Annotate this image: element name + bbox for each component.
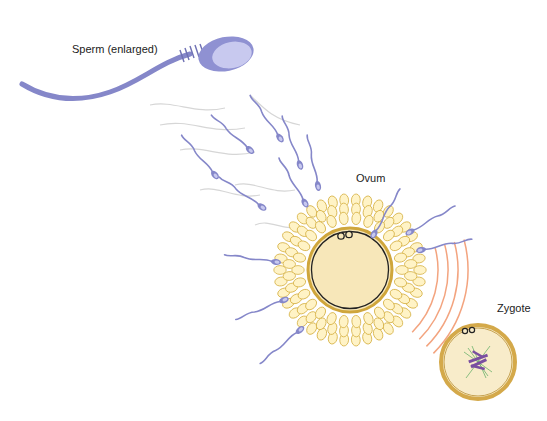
part-label: Ovum	[356, 172, 385, 185]
enlarged-sperm	[22, 32, 257, 99]
motion-lines	[150, 95, 300, 228]
ovum-cell	[308, 228, 392, 312]
zygote-cell	[441, 325, 515, 399]
sperm-cells	[179, 94, 472, 366]
part-label: Zygote	[497, 302, 531, 315]
part-label: Sperm (enlarged)	[72, 43, 158, 56]
corona-radiata	[274, 194, 426, 347]
